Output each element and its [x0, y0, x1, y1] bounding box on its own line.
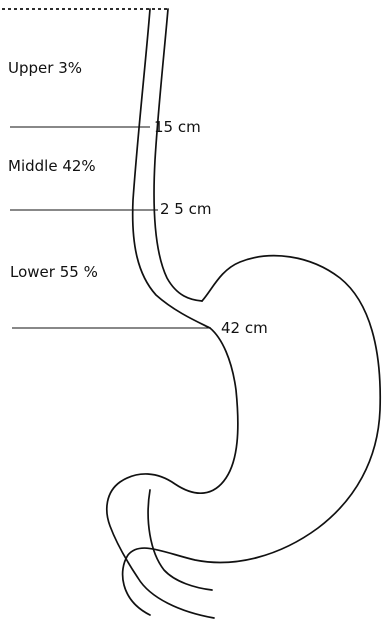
stomach-lesser-curvature	[107, 328, 238, 618]
distance-label-25cm: 2 5 cm	[160, 200, 211, 218]
distance-label-42cm: 42 cm	[221, 319, 268, 337]
esophagus-right-wall	[154, 9, 202, 301]
label-middle: Middle 42%	[8, 157, 96, 175]
esophagus-left-wall	[133, 9, 210, 328]
stomach-greater-curvature	[123, 256, 381, 615]
label-lower: Lower 55 %	[10, 263, 98, 281]
label-upper: Upper 3%	[8, 59, 82, 77]
distance-label-15cm: 15 cm	[154, 118, 201, 136]
duodenum-inner-wall	[148, 490, 212, 590]
